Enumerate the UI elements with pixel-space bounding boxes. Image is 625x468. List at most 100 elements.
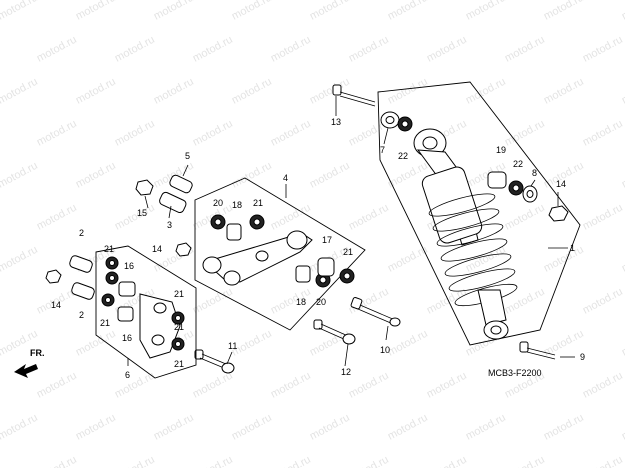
bolt-12[interactable]	[313, 319, 356, 345]
bearing-set-lower[interactable]	[295, 257, 355, 288]
watermark-text: motod.ru	[503, 454, 547, 468]
collar-7[interactable]	[380, 111, 400, 129]
watermark-text: motod.ru	[0, 286, 1, 317]
watermark-text: motod.ru	[269, 286, 313, 317]
watermark-text: motod.ru	[113, 454, 157, 468]
watermark-text: motod.ru	[0, 454, 1, 468]
watermark-text: motod.ru	[191, 370, 235, 401]
watermark-text: motod.ru	[620, 412, 625, 443]
callout-2: 2	[79, 310, 84, 320]
watermark-text: motod.ru	[386, 412, 430, 443]
watermark-text: motod.ru	[152, 76, 196, 107]
shock-arm[interactable]	[202, 230, 313, 286]
direction-label: FR.	[30, 348, 45, 358]
watermark-text: motod.ru	[425, 286, 469, 317]
bolt-10[interactable]	[350, 296, 401, 327]
watermark-text: motod.ru	[0, 244, 40, 275]
watermark-text: motod.ru	[269, 454, 313, 468]
seal-22-top[interactable]	[397, 116, 413, 132]
watermark-text: motod.ru	[74, 0, 118, 23]
link-bearings[interactable]	[101, 256, 185, 351]
watermark-text: motod.ru	[464, 412, 508, 443]
watermark-text: motod.ru	[347, 454, 391, 468]
watermark-text: motod.ru	[152, 412, 196, 443]
watermark-text: motod.ru	[0, 412, 40, 443]
watermark-text: motod.ru	[386, 328, 430, 359]
callout-21: 21	[174, 322, 184, 332]
watermark-text: motod.ru	[386, 0, 430, 23]
callout-19: 19	[496, 145, 506, 155]
bolt-13[interactable]	[332, 84, 376, 107]
collar-3[interactable]	[158, 191, 187, 214]
callout-5: 5	[185, 151, 190, 161]
watermark-text: motod.ru	[542, 76, 586, 107]
bolt-11[interactable]	[194, 349, 235, 374]
leader-lines	[127, 96, 575, 367]
callout-21: 21	[174, 289, 184, 299]
watermark-text: motod.ru	[620, 0, 625, 23]
callout-21: 21	[100, 318, 110, 328]
callout-16: 16	[122, 333, 132, 343]
watermark-text: motod.ru	[269, 370, 313, 401]
callout-7: 7	[380, 145, 385, 155]
watermark-text: motod.ru	[0, 202, 1, 233]
watermark-text: motod.ru	[230, 0, 274, 23]
watermark-text: motod.ru	[35, 202, 79, 233]
collar-8[interactable]	[522, 185, 538, 203]
watermark-text: motod.ru	[620, 76, 625, 107]
callout-18: 18	[296, 297, 306, 307]
bearing-set-upper[interactable]	[210, 214, 265, 241]
watermark-text: motod.ru	[0, 370, 1, 401]
watermark-text: motod.ru	[347, 202, 391, 233]
nut-15[interactable]	[135, 179, 154, 196]
callout-22: 22	[398, 151, 408, 161]
collar-19[interactable]	[487, 171, 507, 189]
watermark-text: motod.ru	[35, 370, 79, 401]
watermark-text: motod.ru	[0, 0, 40, 23]
watermark-text: motod.ru	[581, 202, 625, 233]
callout-2: 2	[79, 228, 84, 238]
watermark-text: motod.ru	[191, 118, 235, 149]
watermark-text: motod.ru	[620, 160, 625, 191]
callout-21: 21	[174, 359, 184, 369]
watermark-text: motod.ru	[425, 34, 469, 65]
watermark-text: motod.ru	[0, 76, 40, 107]
watermark-text: motod.ru	[230, 160, 274, 191]
watermark-text: motod.ru	[347, 34, 391, 65]
callout-13: 13	[331, 117, 341, 127]
nut-14-middle[interactable]	[175, 242, 192, 257]
collar-2-upper[interactable]	[69, 255, 94, 274]
collar-5[interactable]	[168, 174, 193, 194]
shock-absorber[interactable]	[413, 128, 519, 340]
seal-22-bottom[interactable]	[508, 180, 524, 196]
watermark-text: motod.ru	[542, 412, 586, 443]
collar-2-lower[interactable]	[71, 282, 96, 301]
callout-6: 6	[125, 370, 130, 380]
callout-20: 20	[213, 198, 223, 208]
watermark-text: motod.ru	[581, 286, 625, 317]
watermark-text: motod.ru	[191, 34, 235, 65]
link-plate[interactable]	[139, 293, 181, 359]
nut-14-right[interactable]	[548, 205, 569, 222]
watermark-text: motod.ru	[74, 76, 118, 107]
watermark-text: motod.ru	[113, 202, 157, 233]
watermark-text: motod.ru	[503, 34, 547, 65]
watermark-text: motod.ru	[0, 118, 1, 149]
nut-14-left[interactable]	[45, 269, 62, 284]
watermark-text: motod.ru	[308, 160, 352, 191]
callout-9: 9	[580, 352, 585, 362]
bolt-9[interactable]	[519, 341, 556, 360]
watermark-text: motod.ru	[425, 454, 469, 468]
watermark-text: motod.ru	[581, 118, 625, 149]
watermark-text: motod.ru	[113, 34, 157, 65]
callout-8: 8	[532, 168, 537, 178]
watermark-text: motod.ru	[386, 76, 430, 107]
watermark-text: motod.ru	[503, 286, 547, 317]
watermark-text: motod.ru	[308, 76, 352, 107]
watermark-text: motod.ru	[620, 244, 625, 275]
watermark-text: motod.ru	[269, 34, 313, 65]
watermark-text: motod.ru	[425, 370, 469, 401]
callout-21: 21	[343, 247, 353, 257]
shock-group-outline	[377, 81, 581, 346]
